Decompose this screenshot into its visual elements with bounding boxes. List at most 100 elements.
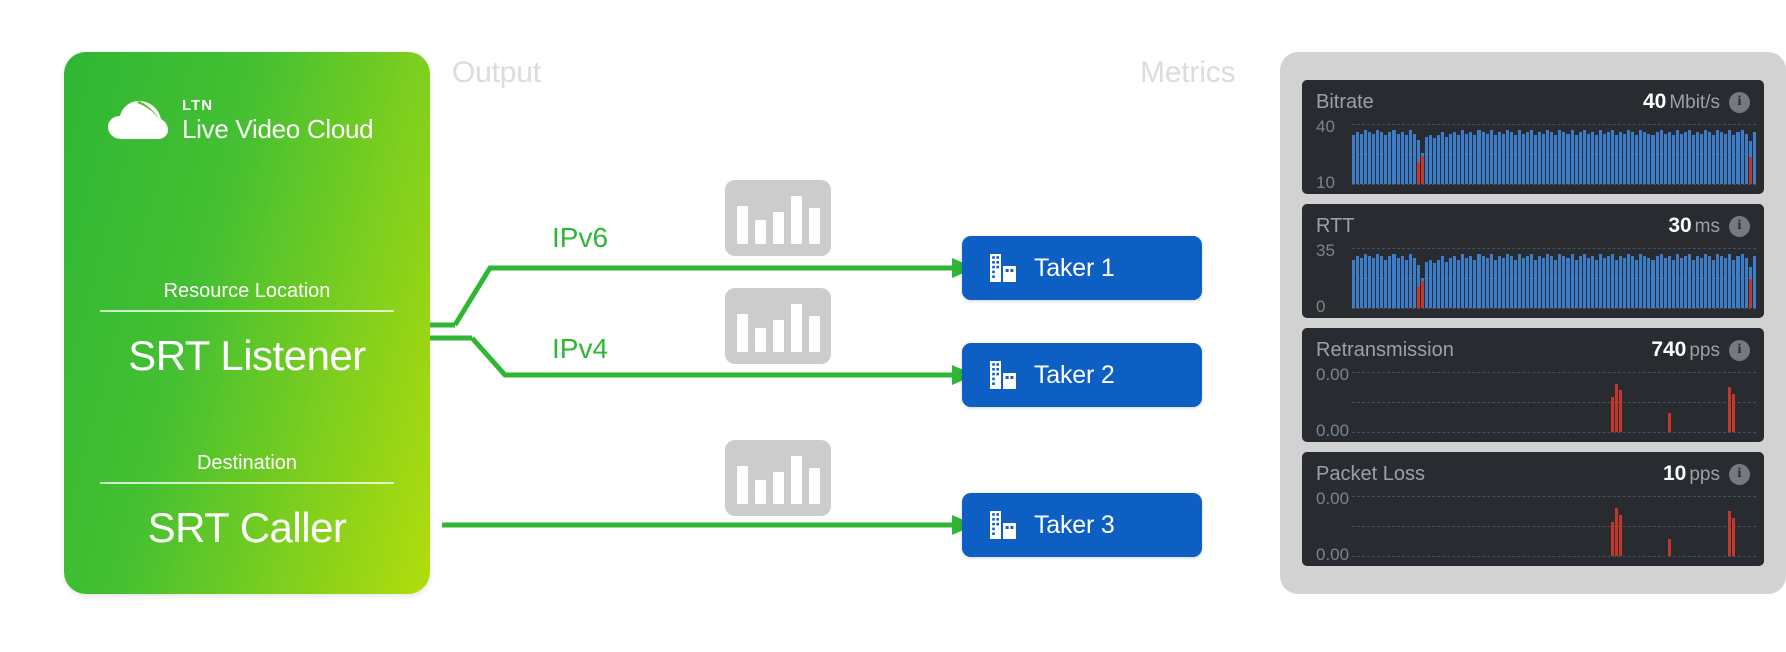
bar xyxy=(1679,133,1683,184)
bar xyxy=(1396,133,1400,184)
metric-value: 10 xyxy=(1663,462,1687,485)
bar xyxy=(1469,256,1473,308)
bar xyxy=(1663,133,1667,184)
bar xyxy=(1712,259,1716,308)
field-destination: Destination SRT Caller xyxy=(64,452,430,552)
bar xyxy=(1728,387,1732,432)
metric-plot: 0.00 0.00 xyxy=(1316,366,1756,439)
bar xyxy=(1619,256,1623,308)
logo-product: Live Video Cloud xyxy=(182,114,374,144)
bar xyxy=(1465,258,1469,308)
metric-title: Packet Loss xyxy=(1316,462,1425,485)
bar xyxy=(1736,132,1740,184)
cloud-icon xyxy=(108,99,168,141)
info-icon[interactable]: i xyxy=(1729,215,1750,237)
bar xyxy=(1364,130,1368,184)
series-bitrate xyxy=(1352,124,1756,184)
bar xyxy=(1627,254,1631,308)
bar xyxy=(1526,256,1530,308)
bar xyxy=(1360,133,1364,184)
bar xyxy=(1619,132,1623,184)
bar xyxy=(1700,258,1704,308)
bar xyxy=(1392,254,1396,308)
bar xyxy=(1732,393,1736,432)
series-rtt-spike xyxy=(1352,248,1756,308)
bar xyxy=(1384,135,1388,184)
bar xyxy=(1704,254,1708,308)
bar xyxy=(1582,130,1586,184)
bar xyxy=(1671,135,1675,184)
metric-value: 40 xyxy=(1642,90,1667,113)
bar xyxy=(1728,130,1732,184)
info-icon[interactable]: i xyxy=(1729,463,1750,485)
bar xyxy=(1384,259,1388,308)
bar xyxy=(1509,132,1513,184)
bar xyxy=(1420,155,1424,184)
info-icon[interactable]: i xyxy=(1729,91,1750,113)
bar xyxy=(1586,258,1590,308)
bar xyxy=(1493,259,1497,308)
metric-title: Bitrate xyxy=(1316,90,1374,113)
bar xyxy=(1586,133,1590,184)
info-icon[interactable]: i xyxy=(1729,339,1750,361)
bar xyxy=(1517,254,1521,308)
bar xyxy=(1635,135,1639,184)
axis-tick-top: 35 xyxy=(1316,241,1335,260)
bar xyxy=(1594,135,1598,184)
bar xyxy=(1380,132,1384,184)
bar xyxy=(1436,259,1441,308)
bar xyxy=(1594,259,1598,308)
bar xyxy=(1606,132,1610,184)
bar xyxy=(1400,132,1404,184)
bar xyxy=(1720,256,1724,308)
bar xyxy=(1663,258,1667,308)
bar xyxy=(1752,132,1756,184)
bar xyxy=(1449,258,1453,308)
bar xyxy=(1546,130,1550,184)
bar xyxy=(1683,256,1687,308)
plot-area xyxy=(1352,372,1756,433)
bar xyxy=(1441,256,1445,308)
bar xyxy=(1473,135,1477,184)
gridline xyxy=(1352,526,1756,527)
bar xyxy=(1404,135,1408,184)
bar xyxy=(1671,259,1675,308)
protocol-label-ipv4: IPv4 xyxy=(552,333,609,364)
bar xyxy=(1615,384,1619,432)
bar xyxy=(1590,256,1594,308)
bar xyxy=(1562,256,1566,308)
bar xyxy=(1509,256,1513,308)
bar xyxy=(1380,256,1384,308)
bar xyxy=(1570,130,1574,184)
bar xyxy=(1695,256,1700,308)
taker-button-1[interactable]: Taker 1 xyxy=(962,236,1202,300)
bar xyxy=(1554,135,1558,184)
bar xyxy=(1534,259,1538,308)
bar xyxy=(1424,261,1428,308)
bar xyxy=(1732,135,1736,184)
metric-unit: pps xyxy=(1689,464,1720,485)
taker-button-2[interactable]: Taker 2 xyxy=(962,343,1202,407)
taker-label: Taker 1 xyxy=(1034,253,1115,282)
bar xyxy=(1687,130,1691,184)
bar xyxy=(1574,259,1578,308)
bar xyxy=(1513,135,1517,184)
taker-button-3[interactable]: Taker 3 xyxy=(962,493,1202,557)
gridline xyxy=(1352,496,1756,497)
bar xyxy=(1691,259,1695,308)
bar xyxy=(1639,130,1643,184)
bar xyxy=(1675,254,1679,308)
bar xyxy=(1432,263,1436,308)
ltn-logo: LTN Live Video Cloud xyxy=(108,98,374,144)
bar xyxy=(1501,258,1505,308)
bar xyxy=(1388,132,1392,184)
bar xyxy=(1356,132,1360,184)
gridline xyxy=(1352,402,1756,403)
gridline xyxy=(1352,372,1756,373)
plot-area xyxy=(1352,496,1756,557)
bar xyxy=(1457,135,1461,184)
